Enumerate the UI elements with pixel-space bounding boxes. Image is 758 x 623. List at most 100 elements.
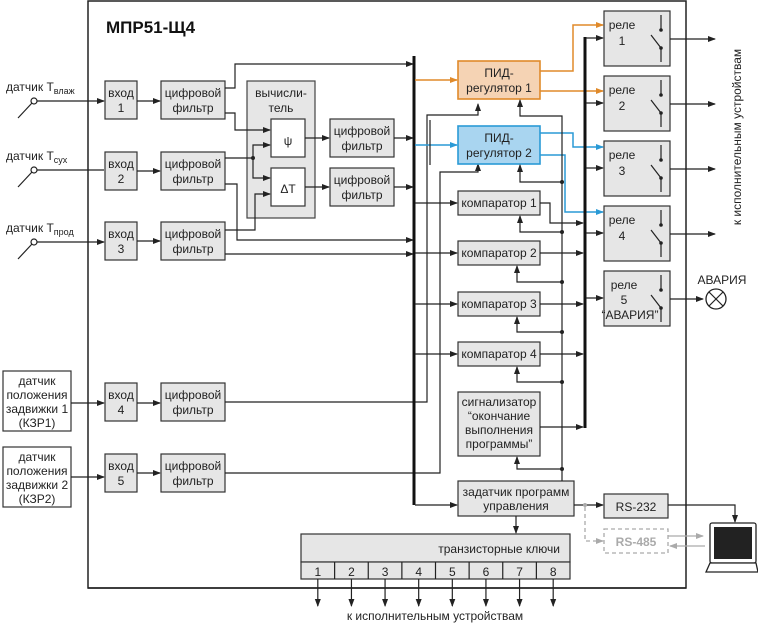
svg-text:транзисторные ключи: транзисторные ключи: [438, 542, 560, 556]
sensor-switch-icon: [17, 102, 33, 119]
svg-text:реле: реле: [609, 148, 636, 162]
svg-text:фильтр: фильтр: [341, 139, 382, 153]
comparator-1: компаратор 1: [457, 190, 541, 216]
relay-switch-icon: [650, 15, 663, 62]
svg-text:ПИД-: ПИД-: [484, 131, 513, 145]
svg-text:ψ: ψ: [284, 134, 293, 148]
transistor-key-6: 6: [483, 565, 490, 579]
svg-text:цифровой: цифровой: [165, 86, 221, 100]
rs232-interface: RS-232: [603, 493, 669, 519]
relay-2: реле 2: [603, 75, 716, 132]
svg-text:RS-232: RS-232: [616, 500, 657, 514]
svg-text:датчик Tпрод: датчик Tпрод: [6, 221, 74, 237]
relay-4: реле 4: [603, 205, 716, 262]
svg-text:фильтр: фильтр: [172, 242, 213, 256]
rs485-interface: RS-485: [603, 528, 669, 554]
svg-text:5: 5: [621, 293, 628, 307]
svg-text:цифровой: цифровой: [334, 124, 390, 138]
input-1: вход 1: [104, 80, 138, 120]
filter-4: цифровой фильтр: [160, 382, 226, 422]
to-devices-bottom-label: к исполнительным устройствам: [347, 609, 523, 623]
program-setter: задатчик программ управления: [457, 480, 575, 517]
input-4: вход 4: [104, 382, 138, 422]
relay-5-alarm: реле 5 “АВАРИЯ”: [602, 270, 704, 327]
relay-switch-icon: [650, 145, 663, 192]
transistor-key-4: 4: [415, 565, 422, 579]
svg-text:“АВАРИЯ”: “АВАРИЯ”: [602, 308, 659, 322]
pid-regulator-1: ПИД- регулятор 1: [457, 60, 541, 100]
relay-switch-icon: [650, 210, 663, 257]
comparator-2: компаратор 2: [457, 240, 541, 266]
transistor-key-2: 2: [348, 565, 355, 579]
delta-t-block: [270, 167, 306, 207]
transistor-key-3: 3: [382, 565, 389, 579]
signalizer: сигнализатор “окончание выполнения прогр…: [457, 391, 541, 457]
alarm-lamp-icon: [705, 288, 727, 310]
svg-text:цифровой: цифровой: [165, 157, 221, 171]
svg-text:регулятор 2: регулятор 2: [466, 146, 532, 160]
filter-1: цифровой фильтр: [160, 80, 226, 120]
calculator: вычисли- тель ψ ΔT: [246, 80, 316, 219]
svg-text:3: 3: [619, 164, 626, 178]
svg-text:датчик: датчик: [18, 450, 56, 464]
svg-text:2: 2: [118, 172, 125, 186]
svg-text:положения: положения: [6, 464, 67, 478]
comparator-3: компаратор 3: [457, 291, 541, 317]
input-3: вход 3: [104, 221, 138, 261]
svg-text:ПИД-: ПИД-: [484, 66, 513, 80]
sensor-t-vlazh: датчик Tвлаж: [6, 80, 105, 119]
sensor-kzr2: датчик положения задвижки 2 (КЗР2): [2, 446, 105, 508]
sensor-kzr1: датчик положения задвижки 1 (КЗР1): [2, 370, 105, 432]
svg-text:цифровой: цифровой: [165, 227, 221, 241]
transistor-key-7: 7: [516, 565, 523, 579]
filter-psi: цифровой фильтр: [329, 118, 395, 158]
svg-text:задатчик программ: задатчик программ: [463, 485, 570, 499]
input-5: вход 5: [104, 453, 138, 493]
sensor-t-sukh: датчик Tсух: [6, 149, 104, 188]
svg-text:1: 1: [118, 101, 125, 115]
svg-text:компаратор 3: компаратор 3: [461, 297, 537, 311]
svg-text:управления: управления: [483, 499, 548, 513]
device-title: МПР51-Щ4: [106, 18, 196, 37]
relay-3: реле 3: [603, 140, 716, 197]
psi-block: [270, 118, 306, 158]
svg-text:задвижки 1: задвижки 1: [6, 402, 69, 416]
svg-text:вход: вход: [108, 459, 134, 473]
pid-regulator-2: ПИД- регулятор 2: [457, 125, 541, 165]
svg-text:(КЗР2): (КЗР2): [19, 492, 56, 506]
svg-text:вход: вход: [108, 86, 134, 100]
transistor-key-8: 8: [550, 565, 557, 579]
svg-text:реле: реле: [611, 278, 638, 292]
svg-text:компаратор 4: компаратор 4: [461, 347, 537, 361]
svg-text:3: 3: [118, 242, 125, 256]
svg-text:“окончание: “окончание: [468, 409, 531, 423]
svg-text:регулятор 1: регулятор 1: [466, 81, 532, 95]
relay-switch-icon: [650, 275, 663, 322]
svg-text:фильтр: фильтр: [172, 172, 213, 186]
svg-text:RS-485: RS-485: [616, 535, 657, 549]
sensor-switch-icon: [17, 171, 33, 188]
svg-text:ΔT: ΔT: [280, 182, 296, 196]
input-2: вход 2: [104, 151, 138, 191]
relay-switch-icon: [650, 80, 663, 127]
svg-text:реле: реле: [609, 83, 636, 97]
sensor-t-prod: датчик Tпрод: [6, 221, 105, 260]
svg-text:5: 5: [118, 474, 125, 488]
to-devices-vertical-label: к исполнительным устройствам: [730, 49, 744, 225]
svg-text:фильтр: фильтр: [172, 101, 213, 115]
svg-text:выполнения: выполнения: [465, 423, 533, 437]
svg-text:реле: реле: [609, 18, 636, 32]
svg-text:4: 4: [118, 403, 125, 417]
svg-text:(КЗР1): (КЗР1): [19, 416, 56, 430]
svg-text:цифровой: цифровой: [165, 388, 221, 402]
filter-dt: цифровой фильтр: [329, 167, 395, 207]
svg-text:компаратор 1: компаратор 1: [461, 196, 537, 210]
svg-text:компаратор 2: компаратор 2: [461, 246, 537, 260]
svg-text:фильтр: фильтр: [172, 403, 213, 417]
svg-text:датчик Tсух: датчик Tсух: [6, 149, 68, 165]
svg-text:датчик: датчик: [18, 374, 56, 388]
filter-5: цифровой фильтр: [160, 453, 226, 493]
svg-text:4: 4: [619, 229, 626, 243]
relay-1: реле 1: [603, 10, 716, 67]
